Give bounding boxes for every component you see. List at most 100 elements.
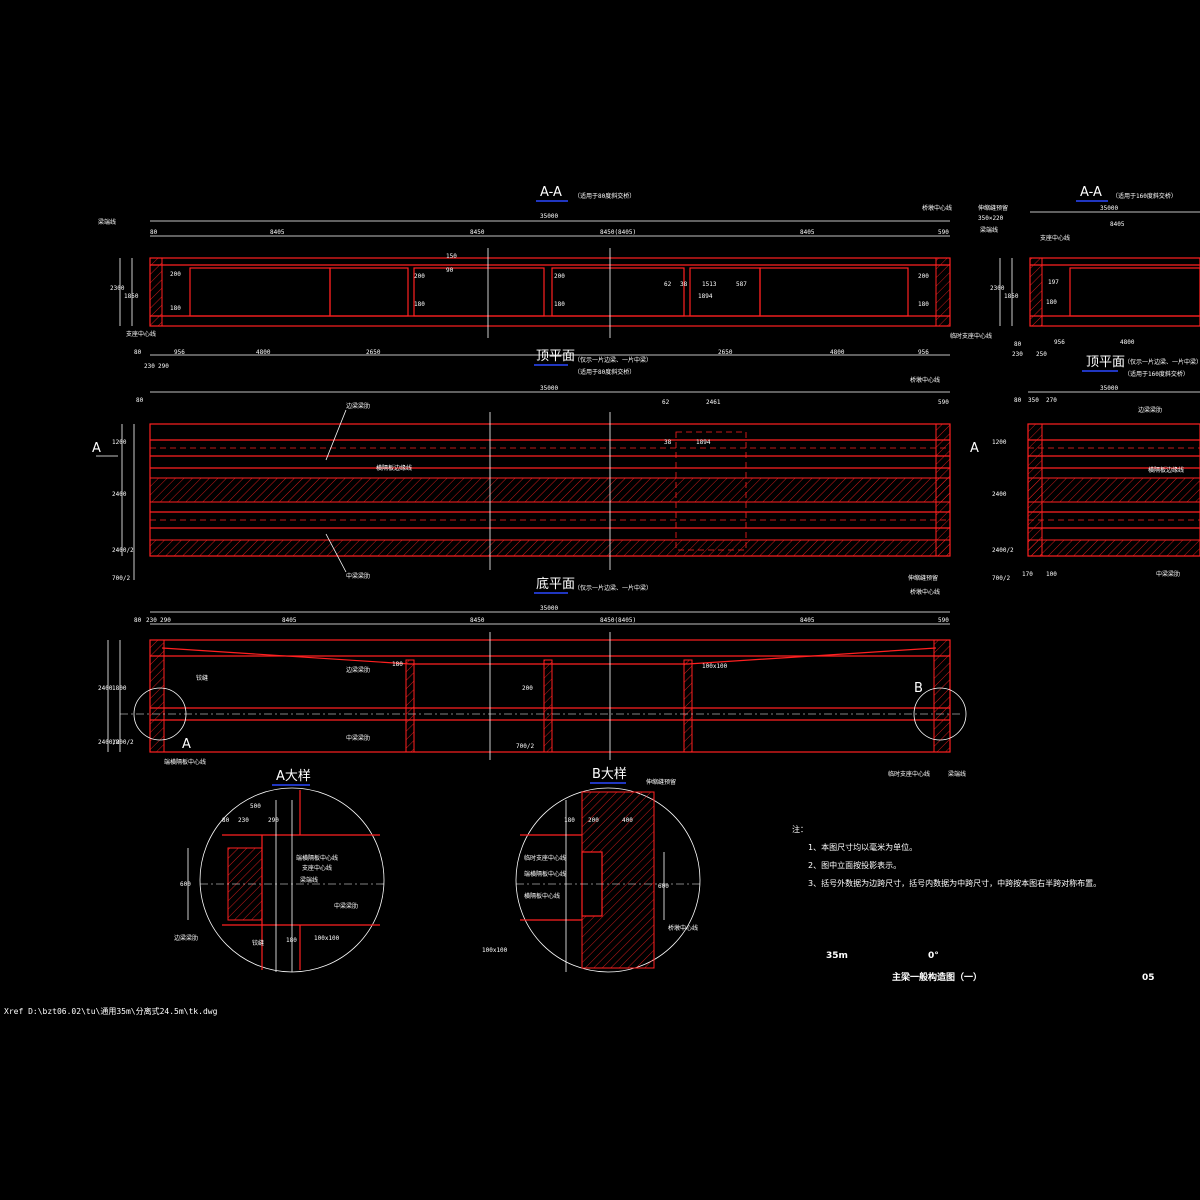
top-plan-160-subtitle: （仅示一片边梁、一片中梁） bbox=[1124, 358, 1200, 366]
label-side-beam-bp: 边梁梁肋 bbox=[346, 666, 370, 674]
dim-total-tp160: 35000 bbox=[1100, 385, 1118, 392]
dim-8405-aa160: 8405 bbox=[1110, 221, 1125, 228]
dim-200-b: 200 bbox=[414, 273, 425, 280]
label-mid-beam-da: 中梁梁肋 bbox=[334, 902, 358, 910]
xref-path: Xref D:\bzt06.02\tu\通用35m\分离式24.5m\tk.dw… bbox=[4, 1006, 218, 1016]
label-hinge-da: 铰缝 bbox=[252, 939, 264, 947]
dim-180-b: 180 bbox=[414, 301, 425, 308]
dim-600-da: 600 bbox=[180, 881, 191, 888]
dim-956-b: 956 bbox=[918, 349, 929, 356]
dim-230-aa160: 230 bbox=[1012, 351, 1023, 358]
dim-8450-8405-bp: 8450(8405) bbox=[600, 617, 636, 624]
bottom-plan-subtitle: （仅示一片边梁、一片中梁） bbox=[574, 584, 652, 592]
dim-1894-tp: 1894 bbox=[696, 439, 711, 446]
dim-2400-2-tp: 2400/2 bbox=[112, 547, 134, 554]
dim-180-db: 180 bbox=[564, 817, 575, 824]
dim-100-tp160: 100 bbox=[1046, 571, 1057, 578]
label-expansion-tp: 伸缩缝预留 bbox=[908, 574, 938, 582]
dim-590-tp: 590 bbox=[938, 399, 949, 406]
label-end-diaphragm-bp: 端横隔板中心线 bbox=[164, 758, 206, 766]
dim-700-2-tp160: 700/2 bbox=[992, 575, 1010, 582]
dim-170-tp160: 170 bbox=[1022, 571, 1033, 578]
top-plan-160-title: 顶平面 bbox=[1086, 355, 1125, 370]
dim-80: 80 bbox=[150, 229, 158, 236]
dim-180-d: 180 bbox=[918, 301, 929, 308]
dim-180-bp: 180 bbox=[392, 661, 403, 668]
dim-290: 290 bbox=[158, 363, 169, 370]
label-mid-beam-bp: 中梁梁肋 bbox=[346, 734, 370, 742]
dim-700-2-bp: 700/2 bbox=[516, 743, 534, 750]
dim-2400-tp: 2400 bbox=[112, 491, 127, 498]
section-aa-160-subtitle: （适用于160度斜交桥） bbox=[1112, 192, 1177, 200]
dim-8450-bp: 8450 bbox=[470, 617, 485, 624]
label-temp-support-bp: 临时支座中心线 bbox=[888, 770, 930, 778]
top-plan-80-subtitle: （仅示一片边梁、一片中梁） bbox=[574, 356, 652, 364]
dim-8405-bp-b: 8405 bbox=[800, 617, 815, 624]
dim-290-bp: 290 bbox=[160, 617, 171, 624]
dim-500-a: 500 bbox=[250, 803, 261, 810]
dim-200-a: 200 bbox=[170, 271, 181, 278]
label-beam-end-da: 梁端线 bbox=[300, 876, 318, 884]
notes-heading: 注： bbox=[792, 824, 808, 834]
label-mid-beam-tp: 中梁梁肋 bbox=[346, 572, 370, 580]
dim-1800-2-bp: 1800/2 bbox=[112, 739, 134, 746]
detail-a: A大样 500 80 230 290 600 端横隔板中心线 支座中心线 梁端线… bbox=[174, 769, 385, 973]
label-mid-beam-tp160: 中梁梁肋 bbox=[1156, 570, 1180, 578]
dim-230-da: 230 bbox=[238, 817, 249, 824]
dim-956-aa160: 956 bbox=[1054, 339, 1065, 346]
section-aa-160: A-A （适用于160度斜交桥） 35000 8405 伸缩缝预留 350×22… bbox=[978, 185, 1200, 358]
label-support-aa: 支座中心线 bbox=[126, 330, 156, 338]
dim-80-b: 80 bbox=[134, 349, 142, 356]
dim-290-da: 290 bbox=[268, 817, 279, 824]
dim-400-db: 400 bbox=[622, 817, 633, 824]
dim-1513: 1513 bbox=[702, 281, 717, 288]
dim-total-aa160: 35000 bbox=[1100, 205, 1118, 212]
dim-270-tp160: 270 bbox=[1046, 397, 1057, 404]
dim-230-bp: 230 bbox=[146, 617, 157, 624]
dim-2300-aa160: 2300 bbox=[990, 285, 1005, 292]
label-expansion-db: 伸缩缝预留 bbox=[646, 778, 676, 786]
note-1: 1、本图尺寸均以毫米为单位。 bbox=[808, 842, 917, 852]
dim-180-da: 180 bbox=[286, 937, 297, 944]
dim-590: 590 bbox=[938, 229, 949, 236]
label-diaphragm-db: 端横隔板中心线 bbox=[524, 870, 566, 878]
title-drawing: 主梁一般构造图（一） bbox=[892, 971, 982, 983]
dim-2300-aa: 2300 bbox=[110, 285, 125, 292]
label-temp-support-aa: 临时支座中心线 bbox=[950, 332, 992, 340]
dim-62-tp: 62 bbox=[662, 399, 670, 406]
dim-4800-a: 4800 bbox=[256, 349, 271, 356]
label-bridge-center-tp: 桥墩中心线 bbox=[910, 376, 940, 384]
dim-total-tp: 35000 bbox=[540, 385, 558, 392]
section-mark-a-left: A bbox=[92, 441, 101, 456]
dim-90: 90 bbox=[446, 267, 454, 274]
top-plan-80-title: 顶平面 bbox=[536, 349, 575, 364]
dim-4800-b: 4800 bbox=[830, 349, 845, 356]
dim-100x100-db: 100x100 bbox=[482, 947, 508, 954]
dim-2400-2-bp: 2400/2 bbox=[98, 739, 120, 746]
dim-350-tp160: 350 bbox=[1028, 397, 1039, 404]
dim-80-tp: 80 bbox=[136, 397, 144, 404]
dim-1200-tp: 1200 bbox=[112, 439, 127, 446]
detail-a-title: A大样 bbox=[276, 769, 311, 784]
dim-230: 230 bbox=[144, 363, 155, 370]
dim-48-tp: 38 bbox=[664, 439, 672, 446]
dim-350x220: 350×220 bbox=[978, 215, 1004, 222]
dim-8405-bp-a: 8405 bbox=[282, 617, 297, 624]
dim-8450-a: 8450 bbox=[470, 229, 485, 236]
dim-38: 38 bbox=[680, 281, 688, 288]
dim-1800-bp: 1800 bbox=[112, 685, 127, 692]
label-diaphragm-tp160: 横隔板边缘线 bbox=[1148, 466, 1184, 474]
dim-200-bp: 200 bbox=[522, 685, 533, 692]
detail-mark-b: B bbox=[914, 681, 923, 696]
label-side-beam-da: 边梁梁肋 bbox=[174, 934, 198, 942]
label-bridge-center-db: 桥墩中心线 bbox=[668, 924, 698, 932]
dim-8405-a: 8405 bbox=[270, 229, 285, 236]
label-hinge-bp: 铰缝 bbox=[196, 674, 208, 682]
dim-200-d: 200 bbox=[918, 273, 929, 280]
dim-1850-aa: 1850 bbox=[124, 293, 139, 300]
label-support-da: 支座中心线 bbox=[302, 864, 332, 872]
dim-4800-aa160: 4800 bbox=[1120, 339, 1135, 346]
label-expansion-aa160: 伸缩缝预留 bbox=[978, 204, 1008, 212]
top-plan-160-subtitle2: （适用于160度斜交桥） bbox=[1124, 370, 1189, 378]
